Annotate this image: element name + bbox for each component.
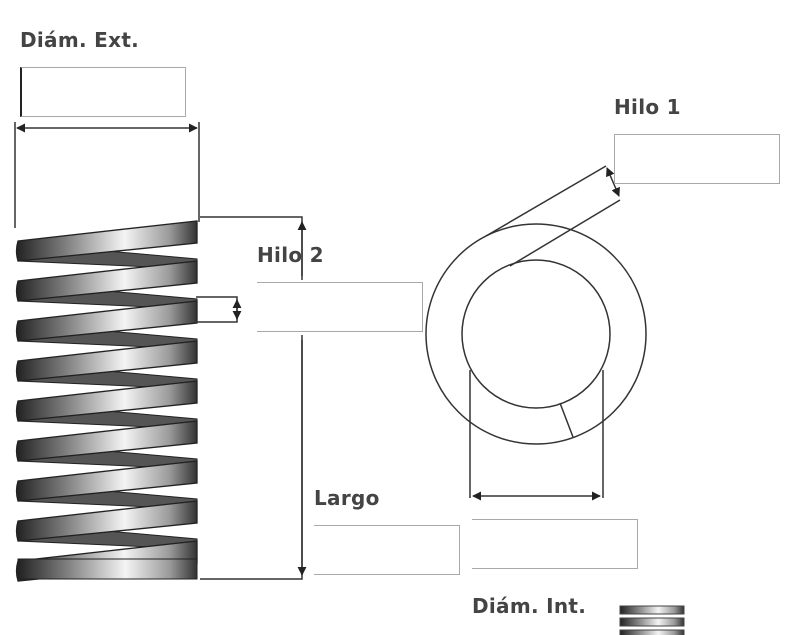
coil-front — [15, 380, 198, 422]
coil-front — [15, 420, 198, 462]
hilo2-input[interactable] — [257, 282, 423, 332]
coil-front — [15, 460, 198, 502]
coil-front — [15, 220, 198, 262]
diam-ext-input[interactable] — [20, 67, 186, 117]
largo-input[interactable] — [314, 525, 460, 575]
diam-ext-label: Diám. Ext. — [20, 28, 140, 52]
spring-icon — [619, 605, 685, 635]
hilo1-input[interactable] — [614, 134, 780, 184]
coil-front — [15, 260, 198, 302]
spring-coils — [15, 220, 198, 582]
diam-int-input[interactable] — [472, 519, 638, 569]
coil-base — [17, 558, 198, 580]
diam-int-label: Diám. Int. — [472, 594, 587, 618]
coil-front — [15, 340, 198, 382]
hilo1-label: Hilo 1 — [614, 95, 681, 119]
coil-front — [15, 300, 198, 342]
hilo2-label: Hilo 2 — [257, 243, 324, 267]
largo-label: Largo — [314, 486, 380, 510]
coil-front — [15, 500, 198, 542]
